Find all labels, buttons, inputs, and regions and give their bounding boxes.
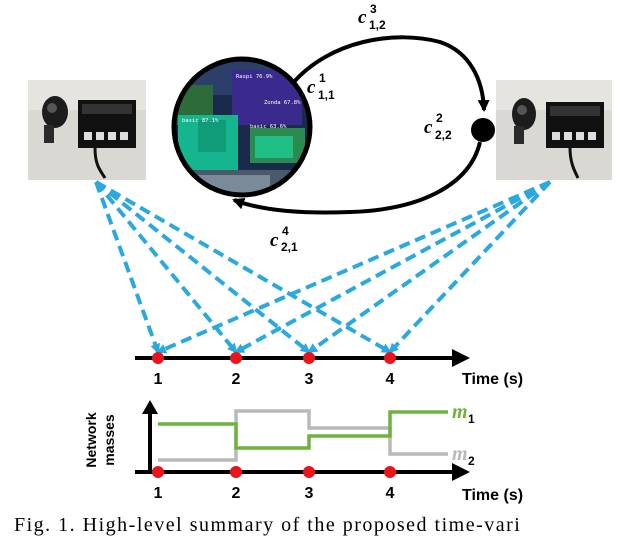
timeline-event-dot-1 xyxy=(152,352,164,364)
figure-caption-text: Fig. 1. High-level summary of the propos… xyxy=(14,514,522,536)
masses-event-dot-4 xyxy=(384,466,396,478)
svg-text:2,2: 2,2 xyxy=(435,128,452,142)
dashed-arrow-left-1 xyxy=(94,181,160,354)
masses-xlabel: Time (s) xyxy=(462,487,523,504)
svg-text:c: c xyxy=(358,7,367,28)
masses-event-dot-2 xyxy=(230,466,242,478)
masses-tick-1: 1 xyxy=(154,485,163,502)
dashed-arrow-left-4 xyxy=(94,180,392,354)
dashed-arrow-right-4 xyxy=(388,180,552,354)
timeline-event-dot-2 xyxy=(230,352,242,364)
svg-text:m: m xyxy=(452,443,468,465)
svg-text:c: c xyxy=(424,117,433,138)
dashed-arrow-left-3 xyxy=(94,180,311,354)
left-camera-device-icon xyxy=(28,80,146,180)
detection-label-zonda: Zonda 67.8% xyxy=(264,100,301,106)
transition-arrow-bottom xyxy=(232,141,482,215)
right-camera-device-icon xyxy=(496,80,612,180)
dashed-arrow-right-1 xyxy=(156,180,551,354)
svg-text:1,1: 1,1 xyxy=(318,88,335,102)
cost-label-c2-22: c 2 2,2 xyxy=(424,111,452,142)
svg-text:2,1: 2,1 xyxy=(281,240,298,254)
svg-text:4: 4 xyxy=(282,224,289,238)
svg-text:1,2: 1,2 xyxy=(369,18,386,32)
timeline-axis-label: Time (s) xyxy=(462,371,523,388)
timeline-event-dot-3 xyxy=(303,352,315,364)
masses-event-dot-1 xyxy=(152,466,164,478)
detection-label-raspi: Raspi 76.9% xyxy=(236,74,273,80)
svg-text:1: 1 xyxy=(319,71,326,85)
masses-tick-2: 2 xyxy=(232,485,241,502)
svg-text:m: m xyxy=(452,401,468,423)
svg-text:3: 3 xyxy=(370,2,377,16)
event-timeline: 1 2 3 4 Time (s) xyxy=(135,349,523,388)
masses-ylabel-line1: Network xyxy=(83,412,99,467)
masses-ylabel-line2: masses xyxy=(101,414,117,466)
timeline-tick-4: 4 xyxy=(386,371,395,388)
video-frame-node: Raspi 76.9% Zonda 67.8% basic 87.1% basi… xyxy=(171,56,313,198)
masses-event-dot-3 xyxy=(303,466,315,478)
svg-text:2: 2 xyxy=(468,454,475,468)
svg-text:1: 1 xyxy=(468,412,475,426)
svg-text:2: 2 xyxy=(436,111,443,125)
legend-m2: m 2 xyxy=(452,443,475,468)
detection-label-basic-2: basic 63.6% xyxy=(250,124,287,130)
cost-label-c3-12: c 3 1,2 xyxy=(358,2,386,32)
dashed-arrow-right-2 xyxy=(234,180,551,354)
masses-tick-4: 4 xyxy=(386,485,395,502)
masses-tick-3: 3 xyxy=(305,485,314,502)
dashed-arrow-left-2 xyxy=(94,180,238,354)
transition-arrow-top xyxy=(290,35,490,112)
detection-label-basic-1: basic 87.1% xyxy=(182,118,219,124)
dashed-arrow-right-3 xyxy=(307,180,552,354)
legend-m1: m 1 xyxy=(452,401,475,426)
svg-text:c: c xyxy=(270,230,279,251)
svg-text:c: c xyxy=(307,77,316,98)
frame-arrival-arrows xyxy=(94,180,552,354)
cost-label-c4-21: c 4 2,1 xyxy=(270,224,298,254)
small-black-node xyxy=(471,118,495,142)
timeline-tick-3: 3 xyxy=(305,371,314,388)
timeline-tick-2: 2 xyxy=(232,371,241,388)
timeline-tick-1: 1 xyxy=(154,371,163,388)
series-m2-line xyxy=(158,409,448,462)
timeline-event-dot-4 xyxy=(384,352,396,364)
series-m1-line xyxy=(158,410,448,450)
network-masses-plot: Network masses 1 2 3 4 Time (s) m 1 m 2 xyxy=(83,400,523,504)
figure-caption: Fig. 1. High-level summary of the propos… xyxy=(0,510,640,540)
cost-label-c1-11: c 1 1,1 xyxy=(307,71,335,102)
